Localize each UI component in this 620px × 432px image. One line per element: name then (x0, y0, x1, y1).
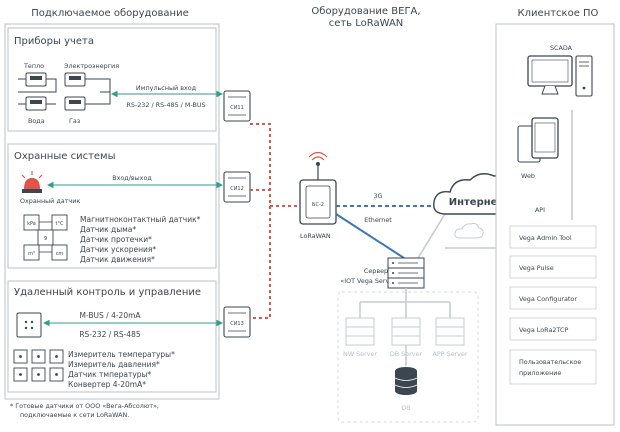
nw-server-icon (345, 317, 375, 346)
app-server-icon (435, 317, 465, 346)
vega-pulse-label: Vega Pulse (519, 264, 554, 272)
lora-link-vertical (250, 123, 271, 319)
gas-label: Газ (69, 117, 81, 125)
heat-label: Тепло (23, 62, 44, 70)
sensor-grid-icon: kPa t°C 9 m³ cm (23, 214, 68, 261)
server-label-line2: «IOT Vega Server» (340, 277, 400, 285)
header-vega-equipment-line1: Оборудование ВЕГА, (311, 6, 420, 17)
custom-app-label-line1: Пользовательское (519, 358, 581, 366)
vega-configurator-box (509, 286, 597, 310)
footnote-line1: * Готовые датчики от ООО «Вега-Абсолют», (10, 402, 159, 410)
electricity-meter-icon (64, 72, 86, 87)
header-vega-equipment-line2: сеть LoRaWAN (329, 18, 404, 29)
vega-pulse-box (509, 255, 597, 279)
meter-wiring-left (18, 78, 57, 105)
si12-device: СИ12 (223, 171, 251, 203)
gateway-model: БС-2 (312, 202, 324, 208)
scada-label: SCADA (550, 44, 573, 52)
small-cloud-icon (454, 223, 484, 239)
sensor-nine: 9 (44, 236, 47, 242)
web-label: Web (521, 172, 535, 180)
remote-sensors-icon (13, 349, 64, 382)
ethernet-link (335, 213, 405, 259)
temp-sensor: Датчик тмпературы* (68, 370, 151, 379)
metering-interfaces-label: RS-232 / RS-485 / M-BUS (126, 101, 205, 109)
ethernet-label: Ethernet (364, 216, 392, 224)
security-sensor-list: Магнитноконтактный датчик* Датчик дыма* … (80, 215, 201, 264)
sensor-m3: m³ (28, 251, 35, 257)
gas-meter-icon (64, 96, 86, 111)
guard-sensor-label: Охранный датчик (20, 197, 80, 205)
si12-label: СИ12 (230, 186, 244, 192)
server-cluster-links (359, 288, 451, 318)
pressure-meter: Измеритель давления* (68, 360, 160, 369)
computer-icon (527, 55, 593, 97)
database-icon (394, 367, 418, 395)
server-label-line1: Сервер (364, 267, 388, 275)
rs-label: RS-232 / RS-485 (79, 330, 141, 339)
sensor-leak: Датчик протечки* (80, 235, 152, 244)
temp-meter: Измеритель температуры* (68, 350, 175, 359)
internet-label: Интернет (449, 197, 504, 208)
gateway-label: LoRaWAN (300, 232, 331, 240)
mbus-label: M-BUS / 4-20mA (79, 311, 141, 320)
sensor-smoke: Датчик дыма* (80, 225, 136, 234)
metering-title: Приборы учета (14, 36, 94, 47)
si13-device: СИ13 (223, 306, 251, 338)
sensor-motion: Датчик движения* (80, 255, 155, 264)
vega-admin-tool-label: Vega Admin Tool (519, 234, 572, 242)
sensor-temp: t°C (56, 221, 64, 227)
converter: Конвертер 4-20mA* (68, 380, 146, 389)
water-label: Вода (28, 117, 45, 125)
internet-to-server-link (417, 213, 446, 259)
custom-app-box (509, 349, 597, 385)
io-label: Вход/выход (112, 174, 152, 182)
db-label: DB (401, 404, 410, 412)
header-client-software: Клиентское ПО (518, 8, 599, 19)
remote-control-title: Удаленный контроль и управление (14, 287, 201, 298)
header-connected-equipment: Подключаемое оборудование (31, 8, 189, 19)
sensor-cm: cm (56, 251, 64, 257)
vega-configurator-label: Vega Configurator (519, 295, 577, 303)
vega-admin-tool-box (509, 225, 597, 249)
sensor-acceleration: Датчик ускорения* (80, 245, 156, 254)
si11-label: СИ11 (230, 105, 244, 111)
server-cluster-area (337, 291, 479, 423)
sensor-magnetic: Магнитноконтактный датчик* (80, 215, 201, 224)
tablet-phone-icon (517, 117, 559, 163)
vega-server-icon (387, 257, 425, 289)
footnote-line2: подключаемые к сети LoRaWAN. (20, 411, 129, 419)
alarm-siren-icon (21, 171, 43, 193)
app-server-label: APP Server (432, 350, 467, 358)
vega-lora2tcp-label: Vega LoRa2TCP (519, 326, 568, 334)
electricity-label: Электроэнергия (64, 62, 119, 70)
custom-app-label-line2: приложение (519, 369, 561, 377)
g3-label: 3G (373, 192, 382, 200)
gateway-device: БС-2 (299, 151, 337, 225)
controller-icon (16, 312, 42, 338)
meter-wiring-right (85, 78, 111, 105)
heat-meter-icon (25, 72, 47, 87)
si11-device: СИ11 (223, 90, 251, 122)
client-app-list: Vega Admin Tool Vega Pulse Vega Configur… (509, 225, 597, 385)
api-label: API (535, 206, 545, 214)
si13-label: СИ13 (230, 321, 244, 327)
water-meter-icon (25, 96, 47, 111)
security-section (7, 143, 217, 269)
db-server-icon (391, 317, 421, 346)
security-title: Охранные системы (14, 151, 115, 162)
remote-sensor-list: Измеритель температуры* Измеритель давле… (68, 350, 175, 389)
pulse-input-label: Импульсный вход (136, 84, 197, 92)
vega-lora2tcp-box (509, 317, 597, 341)
nw-server-label: NW Server (343, 350, 377, 358)
sensor-kpa: kPa (27, 221, 36, 227)
